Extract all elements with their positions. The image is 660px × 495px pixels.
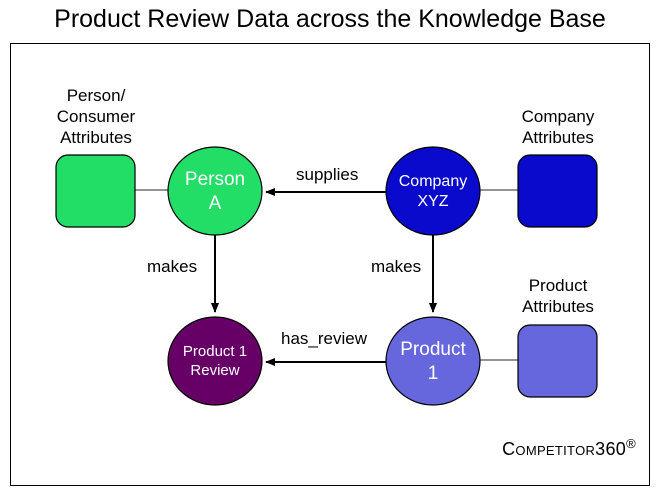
person-a-line1: Person xyxy=(184,169,246,190)
person-a-line2: A xyxy=(208,193,222,214)
diagram-frame xyxy=(10,43,650,486)
company-attributes-line2: Attributes xyxy=(522,128,594,147)
company-attributes-label: Company Attributes xyxy=(500,106,616,148)
company-attributes-line1: Company xyxy=(521,107,595,126)
brand-number: 360 xyxy=(595,439,627,459)
person-a-node xyxy=(167,146,263,236)
product-1-line1: Product xyxy=(400,339,466,360)
company-xyz-line1: Company xyxy=(398,173,468,190)
person-attributes-line1: Person/ xyxy=(66,86,126,105)
company-xyz-line2: XYZ xyxy=(417,193,449,210)
company-xyz-label: Company XYZ xyxy=(386,172,480,212)
person-attributes-label: Person/ Consumer Attributes xyxy=(40,85,152,148)
product-1-line2: 1 xyxy=(427,363,439,384)
person-attributes-line3: Attributes xyxy=(60,128,132,147)
competitor360-logo: COMPETITOR360® xyxy=(502,436,636,462)
product-attributes-line1: Product xyxy=(528,276,588,295)
product-1-review-label: Product 1 Review xyxy=(168,342,262,380)
person-attributes-box xyxy=(55,154,136,228)
diagram-title: Product Review Data across the Knowledge… xyxy=(54,5,606,33)
product-1-review-node xyxy=(167,316,263,406)
brand-initial: C xyxy=(502,439,516,459)
company-attributes-box xyxy=(517,154,598,228)
company-makes-edge-label: makes xyxy=(371,257,422,276)
product-1-label: Product 1 xyxy=(386,338,480,386)
product-1-review-line2: Review xyxy=(190,362,240,379)
product-attributes-box xyxy=(517,324,598,398)
brand-rest: OMPETITOR xyxy=(515,443,596,458)
registered-mark: ® xyxy=(626,436,636,451)
person-attributes-line2: Consumer xyxy=(56,107,136,126)
product-1-review-line1: Product 1 xyxy=(182,343,248,360)
product-attributes-label: Product Attributes xyxy=(500,275,616,317)
supplies-edge-label: supplies xyxy=(296,165,359,184)
company-xyz-node xyxy=(385,146,481,236)
person-a-label: Person A xyxy=(168,168,262,216)
product-attributes-line2: Attributes xyxy=(522,297,594,316)
person-makes-edge-label: makes xyxy=(147,257,198,276)
has-review-edge-label: has_review xyxy=(281,329,367,348)
product-1-node xyxy=(385,316,481,406)
